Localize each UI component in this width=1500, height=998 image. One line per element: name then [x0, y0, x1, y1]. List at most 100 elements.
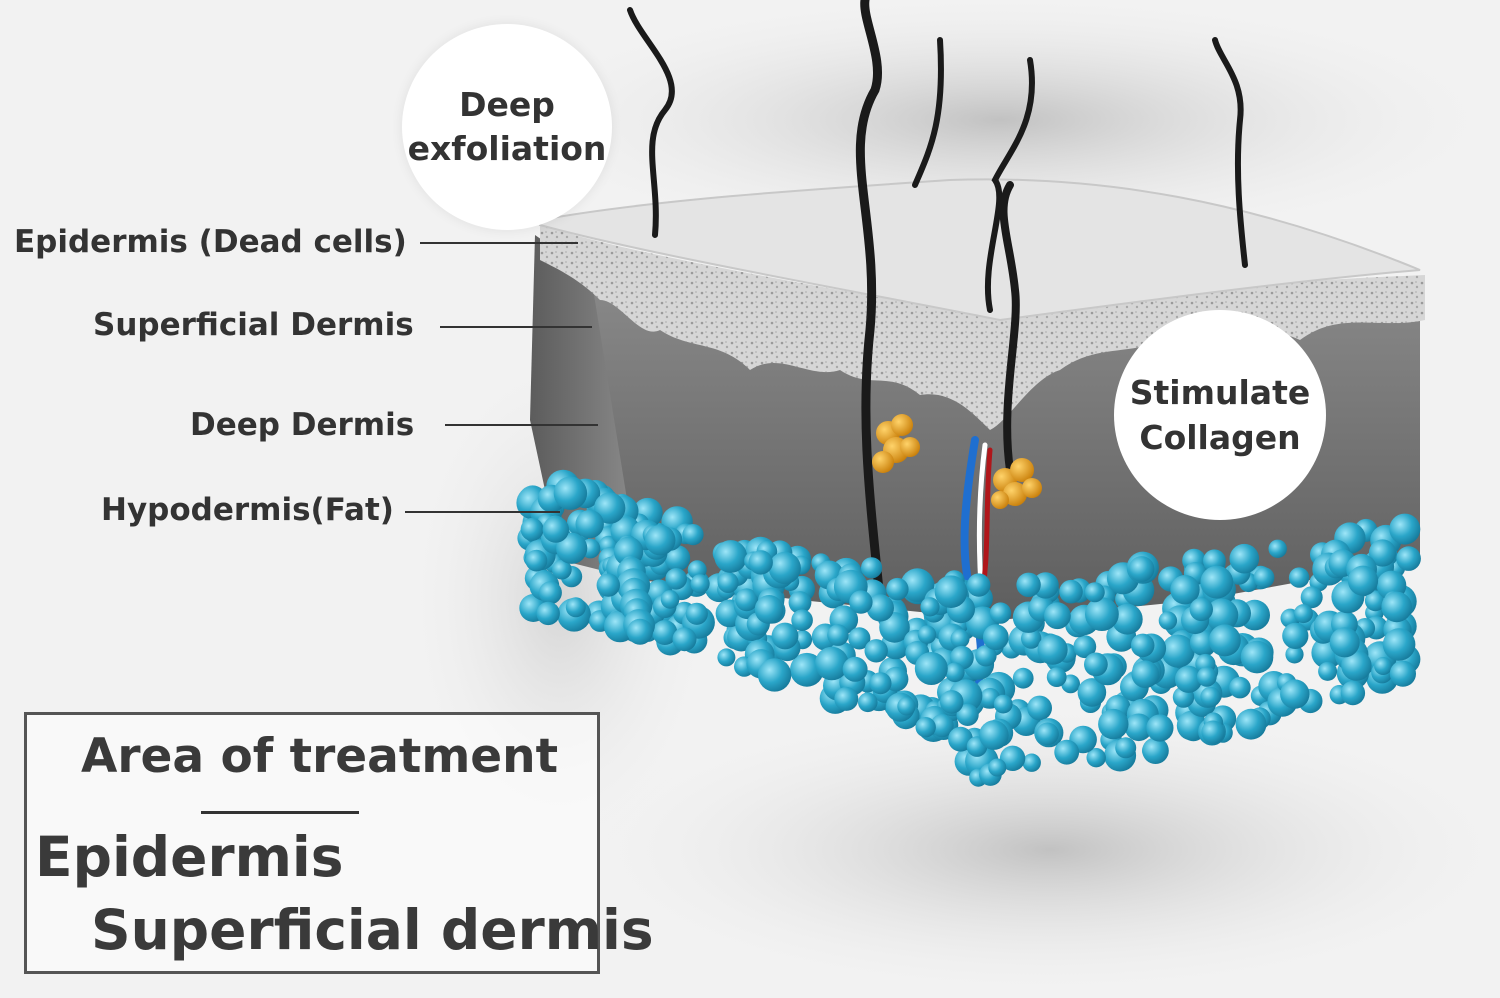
fat-cell — [1012, 667, 1034, 689]
fat-cell — [1240, 640, 1274, 674]
fat-cell — [1229, 676, 1251, 699]
fat-cell — [1329, 627, 1360, 658]
fat-cell — [915, 717, 936, 738]
fat-cell — [1205, 598, 1239, 632]
fat-cell — [815, 646, 849, 681]
fat-cell — [993, 694, 1013, 714]
fat-cell — [575, 509, 604, 539]
fat-cell — [690, 574, 710, 594]
fat-cell — [717, 648, 736, 667]
fat-cell — [864, 639, 888, 663]
fat-cell — [1288, 567, 1310, 588]
fat-cell — [1073, 635, 1097, 659]
fat-cell — [1174, 665, 1203, 693]
fat-cell — [652, 620, 678, 645]
fat-cell — [967, 573, 991, 597]
superficial-dermis-band — [540, 225, 1425, 430]
fat-cell — [842, 656, 868, 682]
fat-cell — [1300, 586, 1323, 609]
fat-cell — [834, 686, 859, 711]
fat-cell — [920, 597, 940, 617]
fat-cell — [596, 573, 620, 597]
fat-cell — [1253, 567, 1275, 588]
fat-cell — [1340, 680, 1366, 706]
fat-cell — [948, 726, 973, 752]
fat-cell — [934, 575, 968, 608]
treatment-area-box: Area of treatment Epidermis Superficial … — [24, 712, 654, 974]
fat-cell — [627, 618, 653, 645]
fat-cell — [594, 492, 626, 524]
fat-cell — [1086, 748, 1106, 768]
fat-cell — [757, 658, 792, 692]
fat-cell — [1044, 602, 1071, 630]
fat-cell — [1146, 714, 1174, 742]
fat-cell — [542, 516, 569, 543]
sebaceous-glands — [872, 414, 1042, 509]
fat-cell — [975, 645, 997, 667]
fat-cell — [1098, 708, 1129, 740]
hypodermis-fat-cells — [516, 469, 1421, 787]
fat-cell — [897, 697, 916, 716]
fat-cell — [1020, 628, 1042, 649]
fat-cell — [1077, 678, 1107, 707]
fat-cell — [553, 476, 588, 510]
fat-cell — [520, 517, 544, 541]
fat-cell — [1022, 753, 1041, 772]
fat-cell — [1374, 657, 1393, 675]
fat-cell — [685, 602, 708, 625]
fat-cell — [525, 549, 548, 572]
fat-cell — [1085, 597, 1119, 631]
fat-cell — [1282, 622, 1309, 650]
fat-cell — [1389, 660, 1416, 687]
fat-cell — [788, 591, 812, 614]
fat-cell — [672, 627, 697, 652]
fat-cell — [1054, 739, 1080, 765]
fat-cell — [682, 524, 704, 546]
fat-cell — [989, 602, 1012, 624]
fat-cell — [1059, 579, 1083, 604]
fat-cell — [1364, 590, 1386, 612]
fat-cell — [1368, 539, 1397, 567]
fat-cell — [1115, 737, 1137, 759]
fat-cell — [536, 601, 560, 626]
fat-cell — [771, 622, 799, 650]
fat-cell — [1131, 660, 1160, 688]
fat-cell — [1170, 575, 1200, 605]
fat-cell — [551, 559, 572, 580]
fat-cell — [565, 597, 586, 618]
fat-cell — [1341, 650, 1372, 681]
fat-cell — [1389, 513, 1421, 545]
fat-cell — [930, 714, 954, 738]
fat-cell — [538, 581, 562, 605]
fat-cell — [982, 624, 1009, 651]
fat-cell — [1016, 572, 1041, 597]
fat-cell — [1196, 666, 1217, 687]
callout-collagen-line2: Collagen — [1139, 418, 1301, 457]
fat-cell — [1200, 686, 1221, 707]
fat-cell — [556, 532, 588, 564]
fat-cell — [1036, 722, 1059, 746]
fat-cell — [1285, 645, 1304, 664]
fat-cell — [748, 550, 773, 575]
fat-cell — [1381, 591, 1412, 623]
fat-cell — [827, 624, 849, 646]
fat-cell — [849, 590, 873, 614]
fat-cell — [1161, 634, 1195, 668]
hair-strands — [627, 0, 1248, 605]
fat-cell — [1293, 604, 1313, 624]
fat-cell — [1200, 565, 1234, 599]
fat-cell — [1347, 565, 1379, 596]
fat-cell — [1142, 737, 1169, 764]
fat-cell — [900, 568, 935, 602]
fat-cell — [1189, 597, 1214, 622]
fat-cell — [1046, 667, 1067, 687]
fat-cell — [1268, 539, 1287, 558]
fat-cell — [861, 557, 883, 579]
fat-cell — [999, 745, 1026, 771]
label-superficial-dermis: Superficial Dermis — [93, 307, 414, 343]
treatment-item-epidermis: Epidermis — [35, 825, 344, 889]
fat-cell — [869, 672, 892, 695]
treatment-title: Area of treatment — [81, 729, 559, 784]
fat-cell — [1158, 611, 1178, 630]
fat-cell — [950, 629, 970, 649]
